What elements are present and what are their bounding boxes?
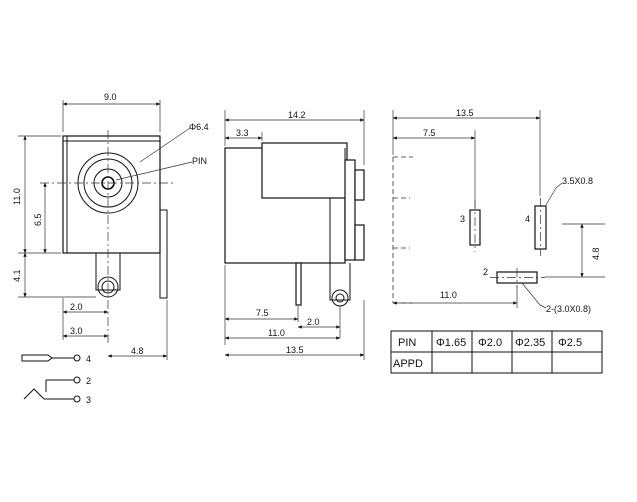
schematic-pin-3: 3 — [86, 395, 91, 405]
dim-fp-slot2: 2-(3.0X0.8) — [546, 304, 591, 314]
dim-front-height: 11.0 — [12, 188, 22, 205]
pin-table: PIN Φ1.65 Φ2.0 Φ2.35 Φ2.5 APPD — [390, 330, 603, 374]
dim-side-pin-a: 7.5 — [256, 308, 269, 318]
table-cell-d165: Φ1.65 — [436, 337, 466, 349]
dim-side-overall: 13.5 — [286, 345, 304, 355]
dim-front-diameter: Φ6.4 — [189, 122, 209, 132]
table-cell-d20: Φ2.0 — [478, 337, 502, 349]
dim-fp-vertical: 4.8 — [591, 247, 601, 260]
table-header-appd: APPD — [393, 358, 423, 370]
label-slot-2: 2 — [483, 267, 488, 277]
footprint-view: 3 4 2 13.5 7.5 3.5X0.8 4.8 11.0 — [392, 108, 605, 314]
schematic-pin-4: 4 — [86, 354, 91, 364]
dim-front-pin-c: 4.8 — [131, 346, 144, 356]
dim-front-width: 9.0 — [104, 92, 117, 102]
dim-fp-pin-c: 11.0 — [440, 290, 457, 300]
dim-side-pin-c: 11.0 — [268, 328, 285, 338]
label-pin: PIN — [192, 156, 207, 166]
schematic-pin-2: 2 — [86, 376, 91, 386]
front-view: 9.0 Φ6.4 PIN 11.0 6.5 4.1 2.0 3.0 4.8 — [12, 92, 209, 360]
side-view: 3.3 14.2 7.5 2.0 11.0 13.5 — [224, 110, 365, 360]
dim-side-top-left: 3.3 — [236, 128, 249, 138]
table-cell-d25: Φ2.5 — [558, 337, 582, 349]
slot-pin-3 — [469, 209, 481, 246]
dim-front-pin-a: 2.0 — [70, 302, 83, 312]
dim-fp-slot: 3.5X0.8 — [562, 176, 593, 186]
schematic-symbol: 4 2 3 — [21, 354, 91, 405]
label-slot-4: 4 — [525, 214, 530, 224]
dim-front-center-height: 6.5 — [33, 213, 43, 226]
table-cell-d235: Φ2.35 — [515, 337, 545, 349]
dim-side-length: 14.2 — [288, 110, 306, 120]
dim-side-pin-b: 2.0 — [307, 317, 320, 327]
label-slot-3: 3 — [460, 214, 465, 224]
front-body — [62, 135, 161, 254]
dim-front-pin-b: 3.0 — [70, 326, 83, 336]
dim-fp-overall: 13.5 — [456, 108, 474, 118]
dim-front-pin-drop: 4.1 — [12, 269, 22, 282]
table-header-pin: PIN — [398, 337, 416, 349]
dim-fp-pin-a: 7.5 — [423, 128, 436, 138]
